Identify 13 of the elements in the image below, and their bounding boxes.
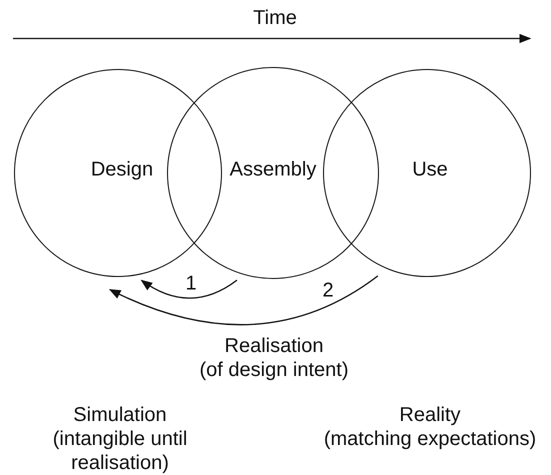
stage-label: Use [412, 158, 448, 182]
edge-label: 1 [185, 272, 197, 296]
annotation-text: Simulation (intangible until realisation) [52, 403, 188, 475]
curved-arrow [108, 275, 378, 326]
stage-label: Assembly [230, 158, 316, 182]
annotation-text: Reality (matching expectations) [322, 403, 538, 451]
stage-circle [323, 69, 531, 277]
curved-arrow [140, 280, 238, 299]
axis-label: Time [253, 6, 297, 30]
stage-label: Design [90, 158, 154, 182]
stage-circle [14, 69, 222, 277]
edge-label: 2 [322, 280, 334, 302]
annotation-text: Realisation (of design intent) [198, 334, 350, 382]
